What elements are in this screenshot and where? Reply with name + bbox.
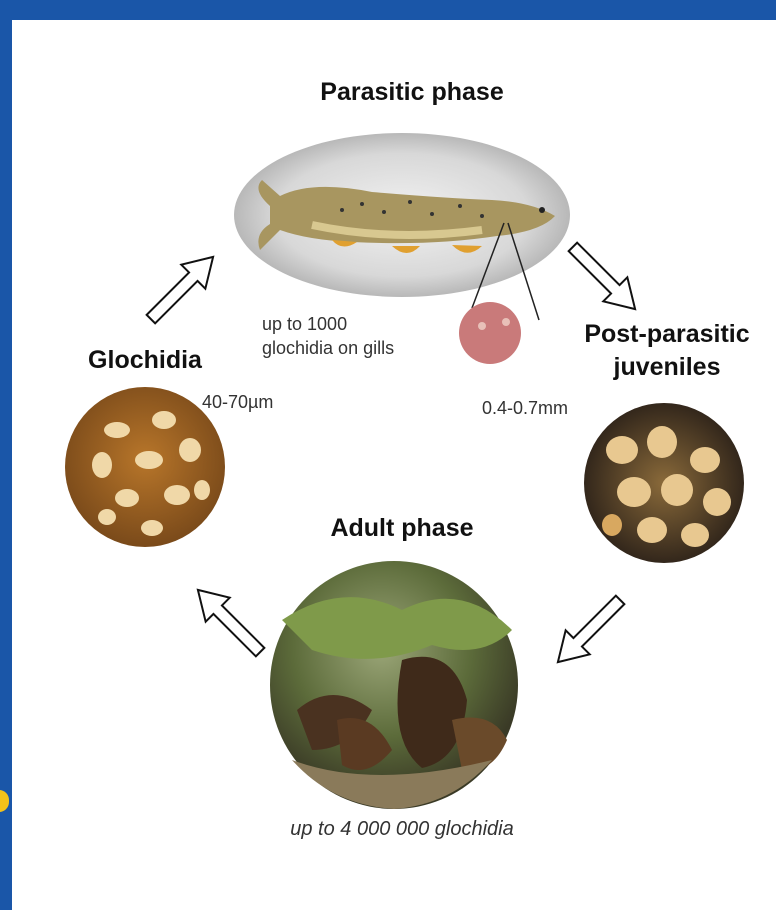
adult-note: up to 4 000 000 glochidia	[212, 818, 592, 841]
parasitic-phase-title: Parasitic phase	[292, 78, 532, 107]
glochidia-image	[65, 387, 225, 547]
post-parasitic-title: Post-parasitic juveniles	[560, 318, 774, 384]
glochidia-title: Glochidia	[70, 346, 220, 375]
fish-image	[234, 133, 570, 297]
juvenile-size: 0.4-0.7mm	[482, 398, 612, 419]
arrow-juveniles-to-adult	[546, 588, 632, 674]
diagram-panel: Parasitic phase up to 1000 glochidia on …	[12, 20, 776, 910]
arrow-adult-to-glochidia	[186, 578, 272, 664]
parasitic-note: up to 1000 glochidia on gills	[262, 312, 462, 360]
adult-image	[270, 561, 518, 809]
life-cycle-diagram	[12, 20, 776, 910]
arrow-glochidia-to-fish	[139, 245, 225, 331]
adult-phase-title: Adult phase	[292, 514, 512, 543]
glochidia-size: 40-70µm	[202, 392, 312, 413]
accent-dot	[0, 790, 9, 812]
arrow-fish-to-juveniles	[561, 235, 647, 321]
juveniles-image	[584, 403, 744, 563]
